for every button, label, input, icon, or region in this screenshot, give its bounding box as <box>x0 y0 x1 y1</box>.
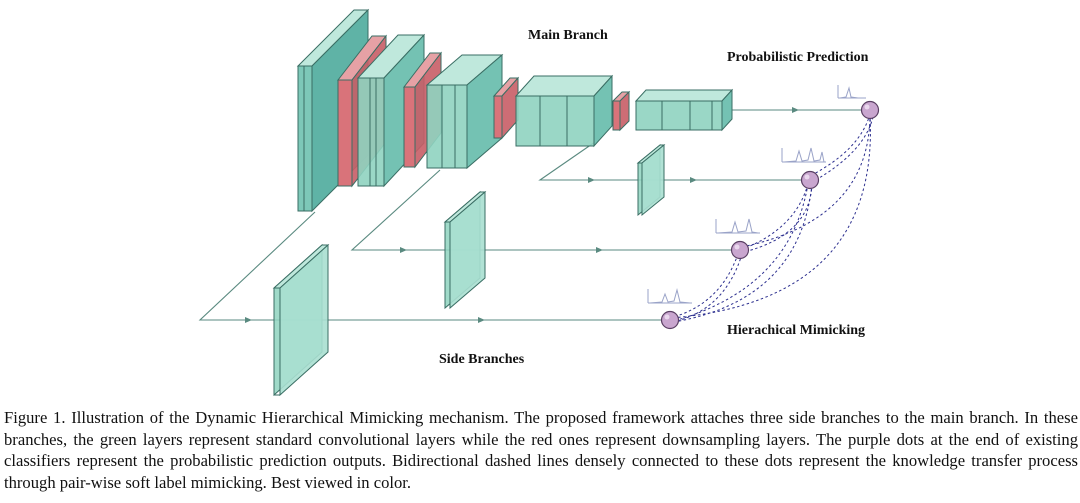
side-branch-path-2 <box>350 169 735 251</box>
side-branch-paths <box>198 109 865 321</box>
dashed-link <box>741 113 871 248</box>
main-downsample-layer-3 <box>492 76 520 140</box>
classifier-dots <box>660 100 880 330</box>
arrow-mark <box>792 107 799 113</box>
dashed-link <box>671 113 871 319</box>
arrow-mark <box>690 177 697 183</box>
distribution-plot-side-2 <box>715 218 760 234</box>
prediction-distributions <box>647 85 866 304</box>
dashed-link <box>743 183 813 253</box>
arrow-mark <box>596 247 603 253</box>
classifier-dot-side-1 <box>800 170 820 190</box>
classifier-dot-side-3 <box>660 310 680 330</box>
main-branch-layers <box>296 8 734 213</box>
main-conv-block-4 <box>514 74 614 148</box>
dashed-link <box>669 253 739 319</box>
distribution-plot-side-3 <box>647 288 692 304</box>
side-branch-path-3 <box>198 211 665 321</box>
arrow-mark <box>245 317 252 323</box>
figure-caption: Figure 1. Illustration of the Dynamic Hi… <box>4 408 1078 492</box>
side-conv-layer-3 <box>272 243 330 397</box>
arrow-mark <box>588 177 595 183</box>
main-conv-block-5 <box>634 88 734 132</box>
side-conv-layer-1 <box>636 143 666 217</box>
main-branch-label: Main Branch <box>528 28 608 43</box>
arrow-mark <box>478 317 485 323</box>
side-branch-layers <box>272 143 666 397</box>
classifier-dot-main <box>860 100 880 120</box>
dashed-link <box>813 111 875 182</box>
dashed-link <box>669 183 809 323</box>
distribution-plot-side-1 <box>781 147 826 163</box>
hierarchical-mimicking-label: Hierachical Mimicking <box>727 323 866 338</box>
main-conv-block-3 <box>425 53 504 170</box>
dashed-link <box>809 113 871 177</box>
arrow-mark <box>400 247 407 253</box>
architecture-diagram <box>198 8 880 397</box>
architecture-figure: Main Branch Probabilistic Prediction Sid… <box>198 8 880 397</box>
probabilistic-prediction-label: Probabilistic Prediction <box>727 50 869 65</box>
side-branch-path-1 <box>538 141 805 181</box>
distribution-plot-main <box>837 85 866 99</box>
dashed-link <box>673 183 813 323</box>
side-branches-label: Side Branches <box>439 352 525 367</box>
mimicking-connections <box>669 111 875 323</box>
side-conv-layer-2 <box>443 190 487 310</box>
main-downsample-layer-4 <box>611 90 631 132</box>
path-arrows <box>245 107 799 323</box>
classifier-dot-side-2 <box>730 240 750 260</box>
dashed-link <box>672 253 743 323</box>
dashed-link <box>739 183 809 251</box>
